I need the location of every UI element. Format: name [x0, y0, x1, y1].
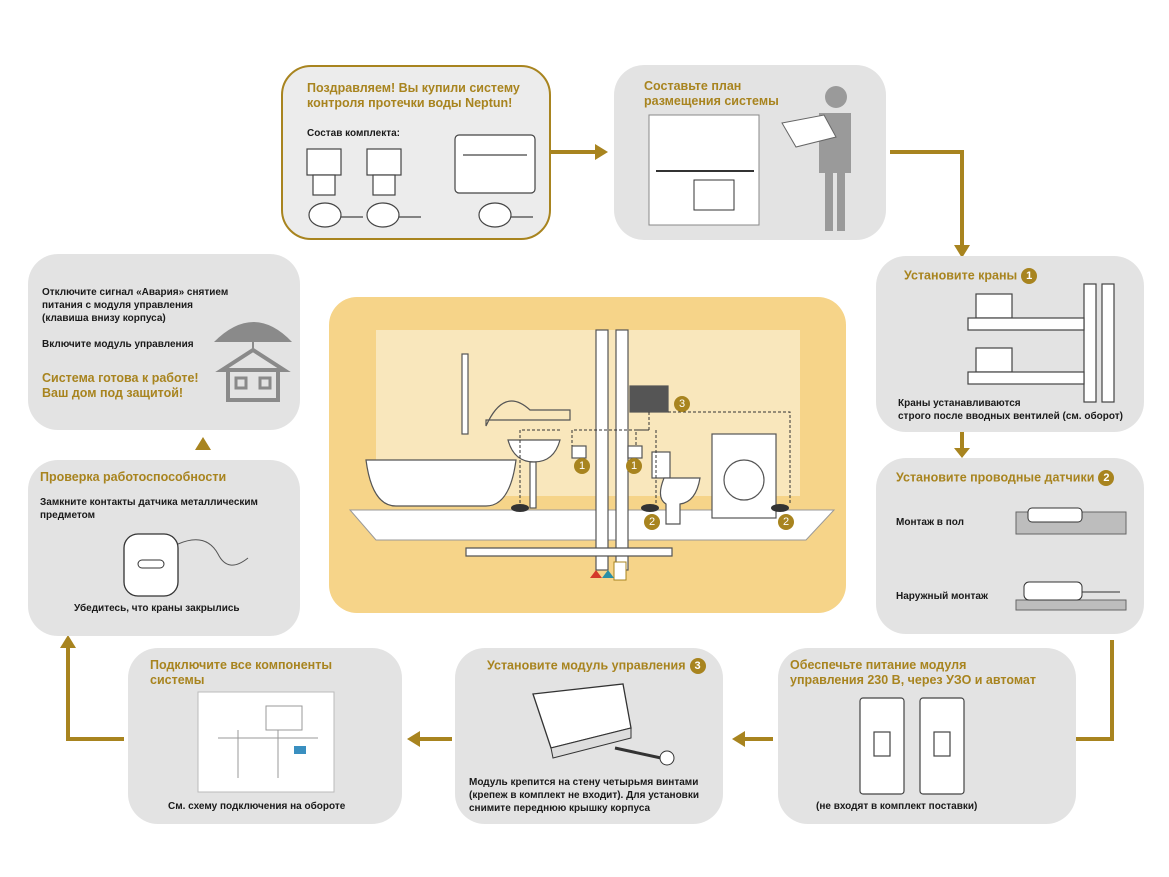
power-note: (не входят в комплект поставки) — [816, 801, 978, 812]
power-title-1: Обеспечьте питание модуля — [790, 658, 967, 672]
plan-title-1: Составьте план — [644, 79, 742, 93]
start-title-1: Поздравляем! Вы купили систему — [307, 81, 520, 95]
floor-mount-label: Монтаж в пол — [896, 517, 964, 528]
connect-title-2: системы — [150, 673, 205, 687]
sensors-illustration — [1015, 507, 1127, 611]
center-badge-valve-1: 1 — [574, 458, 590, 474]
power-title-2: управления 230 В, через УЗО и автомат — [790, 673, 1036, 687]
plan-illustration — [648, 86, 851, 231]
step-start-card: Поздравляем! Вы купили систему контроля … — [281, 65, 551, 240]
start-title-2: контроля протечки воды Neptun! — [307, 96, 513, 110]
badge-1: 1 — [1021, 268, 1038, 284]
breakers-illustration — [859, 697, 965, 795]
check-title: Проверка работоспособности — [40, 470, 227, 484]
check-note-bottom: Убедитесь, что краны закрылись — [74, 603, 240, 614]
check-note-2: предметом — [40, 510, 96, 521]
step-check-card: Проверка работоспособности Замкните конт… — [28, 460, 300, 636]
valves-note-2: строго после вводных вентилей (см. оборо… — [898, 411, 1123, 422]
step-ready-card: Отключите сигнал «Авария» снятием питани… — [28, 254, 300, 430]
badge-2: 2 — [1098, 470, 1115, 486]
plan-title-2: размещения системы — [644, 94, 779, 108]
step-plan-card: Составьте план размещения системы — [614, 65, 886, 240]
badge-3: 3 — [689, 658, 706, 674]
sensors-title-text: Установите проводные датчики — [896, 470, 1095, 485]
kit-illustration — [306, 134, 536, 228]
surface-mount-label: Наружный монтаж — [896, 591, 989, 602]
valves-note-1: Краны устанавливаются — [898, 398, 1021, 409]
ready-line-4: Включите модуль управления — [42, 339, 194, 350]
center-badge-module: 3 — [674, 396, 690, 412]
center-badge-valve-2: 1 — [626, 458, 642, 474]
center-badge-sensor-2: 2 — [778, 514, 794, 530]
ready-line-1: Отключите сигнал «Авария» снятием — [42, 287, 229, 298]
connect-title-1: Подключите все компоненты — [150, 658, 333, 672]
connect-note: См. схему подключения на обороте — [168, 801, 346, 812]
valves-illustration — [967, 283, 1115, 403]
umbrella-house-icon — [214, 322, 292, 402]
check-note-1: Замкните контакты датчика металлическим — [40, 497, 258, 508]
ready-final-1: Система готова к работе! — [42, 371, 199, 385]
ready-line-3: (клавиша внизу корпуса) — [42, 313, 166, 324]
step-connect-card: Подключите все компоненты системы См. сх… — [128, 648, 402, 824]
sensor-test-illustration — [123, 533, 249, 597]
valves-title-text: Установите краны — [904, 268, 1018, 283]
center-badge-sensor-1: 2 — [644, 514, 660, 530]
kit-label: Состав комплекта: — [307, 128, 401, 139]
module-title-text: Установите модуль управления — [487, 658, 686, 673]
module-note-1: Модуль крепится на стену четырьмя винтам… — [469, 777, 699, 788]
step-power-card: Обеспечьте питание модуля управления 230… — [778, 648, 1076, 824]
ready-line-2: питания с модуля управления — [42, 300, 193, 311]
module-illustration — [532, 683, 675, 766]
wiring-scheme-thumbnail — [197, 691, 335, 793]
ready-final-2: Ваш дом под защитой! — [42, 386, 184, 400]
module-note-2: (крепеж в комплект не входит). Для устан… — [469, 790, 699, 801]
module-note-3: снимите переднюю крышку корпуса — [469, 803, 651, 814]
